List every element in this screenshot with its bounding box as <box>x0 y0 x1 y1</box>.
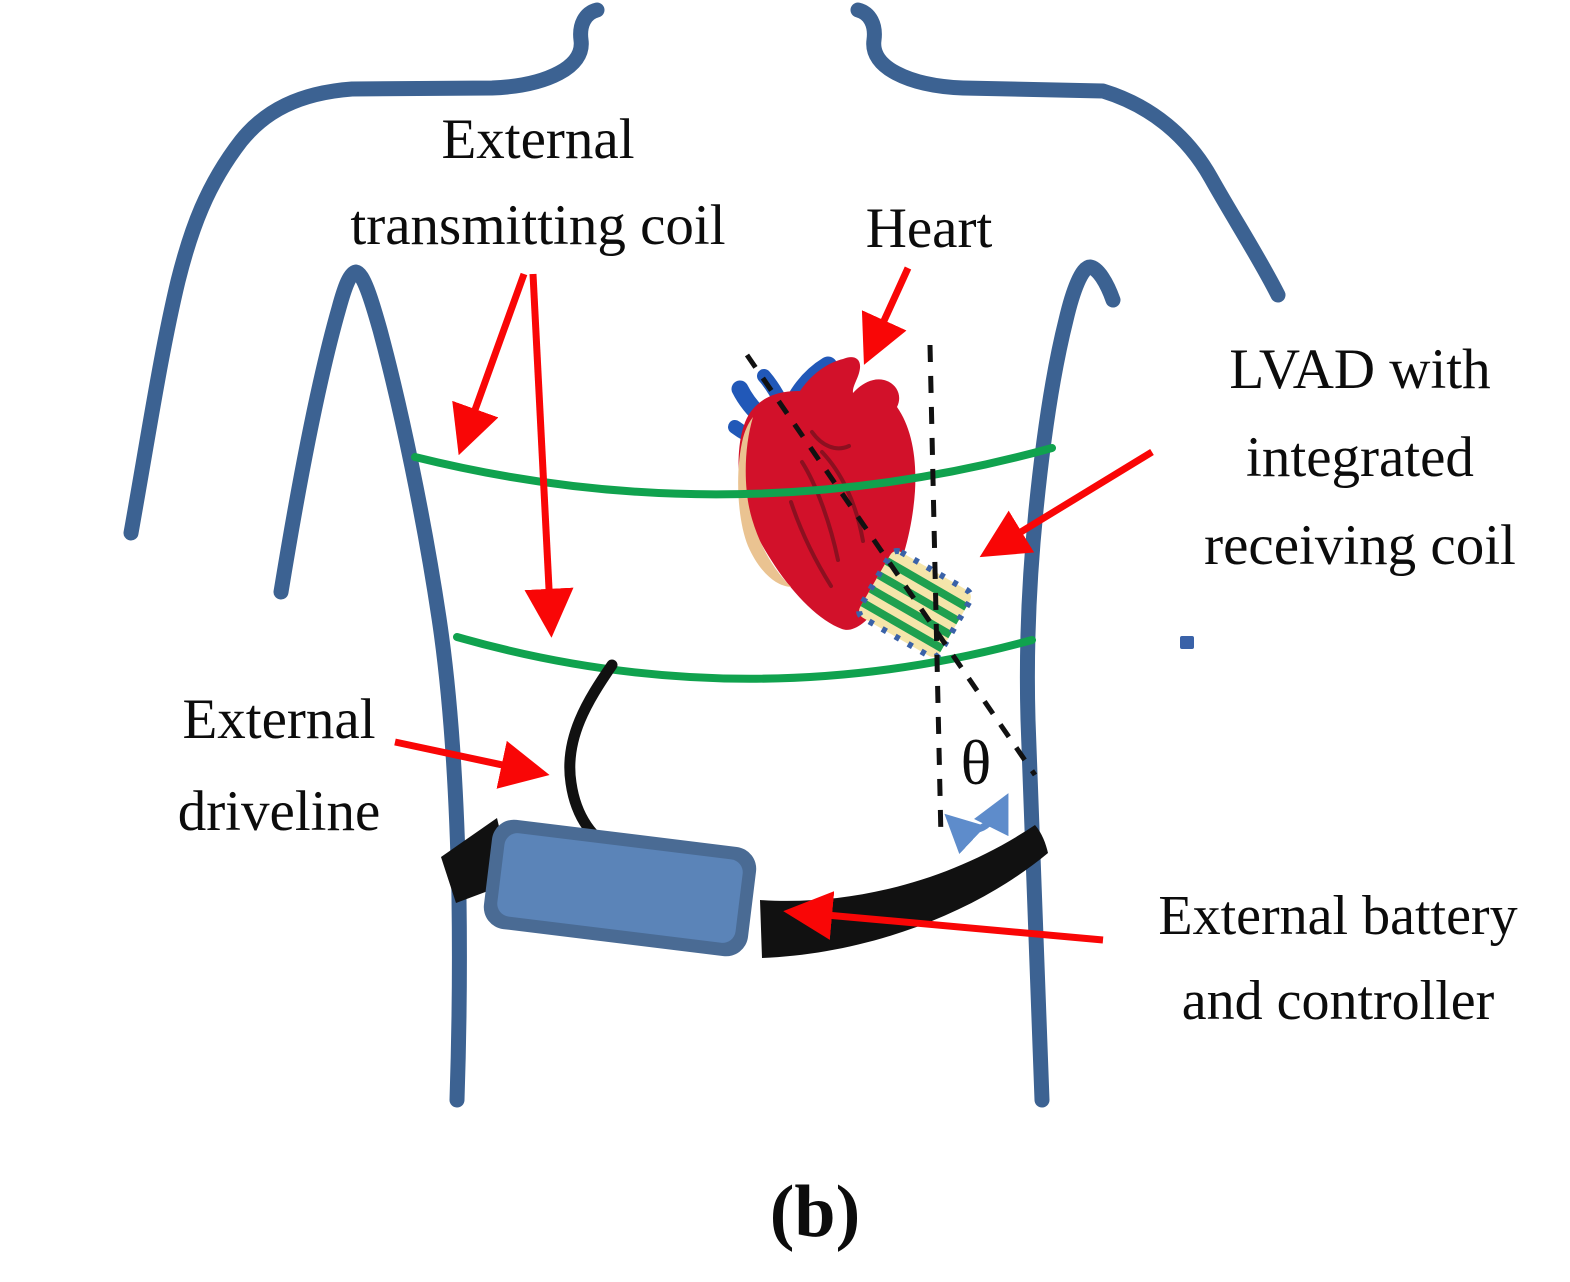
heart-axis-dashed-line <box>744 353 1038 777</box>
receiving-coil-winding <box>884 557 969 611</box>
label-line: External <box>441 108 635 171</box>
torso-left-shoulder-arm-line <box>123 2 605 541</box>
arrow-to-battery <box>783 891 1104 944</box>
label-lvad-receiving-coil: LVAD with integrated receiving coil <box>1204 326 1516 590</box>
arrow-to-upper-transmitting-coil <box>452 272 528 456</box>
battery-pack-body <box>497 833 743 943</box>
coronary-vessel-line <box>810 430 851 451</box>
coronary-vessel-line <box>789 500 833 588</box>
label-heart: Heart <box>865 197 993 260</box>
receiving-coil-winding <box>876 571 961 625</box>
battery-controller-pack <box>483 819 757 957</box>
arrow-to-receiving-coil <box>979 449 1154 558</box>
label-line: LVAD with <box>1229 338 1491 401</box>
label-line: transmitting coil <box>350 194 726 257</box>
receiving-coil-winding <box>868 585 953 639</box>
label-line: driveline <box>177 780 381 843</box>
transmitting-coil-upper-turn <box>411 444 1056 499</box>
label-line: External <box>182 688 376 751</box>
receiving-coil-patch <box>856 548 974 660</box>
theta-angle-double-arrow <box>944 793 1009 855</box>
coronary-vessel-line <box>800 460 840 562</box>
label-line: receiving coil <box>1204 514 1516 577</box>
arrow-to-driveline <box>394 738 550 789</box>
figure-caption: (b) <box>769 1171 861 1253</box>
arrow-to-heart <box>861 266 912 365</box>
driveline-cable <box>564 659 625 860</box>
receiving-coil-dotted-border <box>856 548 974 660</box>
heart-body <box>738 357 916 630</box>
label-line: integrated <box>1246 426 1474 489</box>
heart-left-wall <box>738 417 791 587</box>
label-line: and controller <box>1181 970 1495 1032</box>
label-external-battery-controller: External battery and controller <box>1158 874 1517 1044</box>
transmitting-coil-lower-turn <box>453 633 1036 683</box>
receiving-coil-winding <box>860 599 945 653</box>
stray-blue-mark <box>1180 636 1194 649</box>
vertical-reference-dashed-line <box>927 344 944 839</box>
arrow-to-lower-transmitting-coil <box>524 273 574 638</box>
torso-right-side-line <box>1019 259 1121 1108</box>
label-external-transmitting-coil: External transmitting coil <box>350 97 725 269</box>
belt-right-segment <box>760 825 1048 958</box>
torso-right-shoulder-arm-line <box>850 2 1286 303</box>
label-external-driveline: External driveline <box>178 674 381 858</box>
label-line: External battery <box>1158 885 1518 947</box>
label-theta-symbol: θ <box>960 727 992 798</box>
